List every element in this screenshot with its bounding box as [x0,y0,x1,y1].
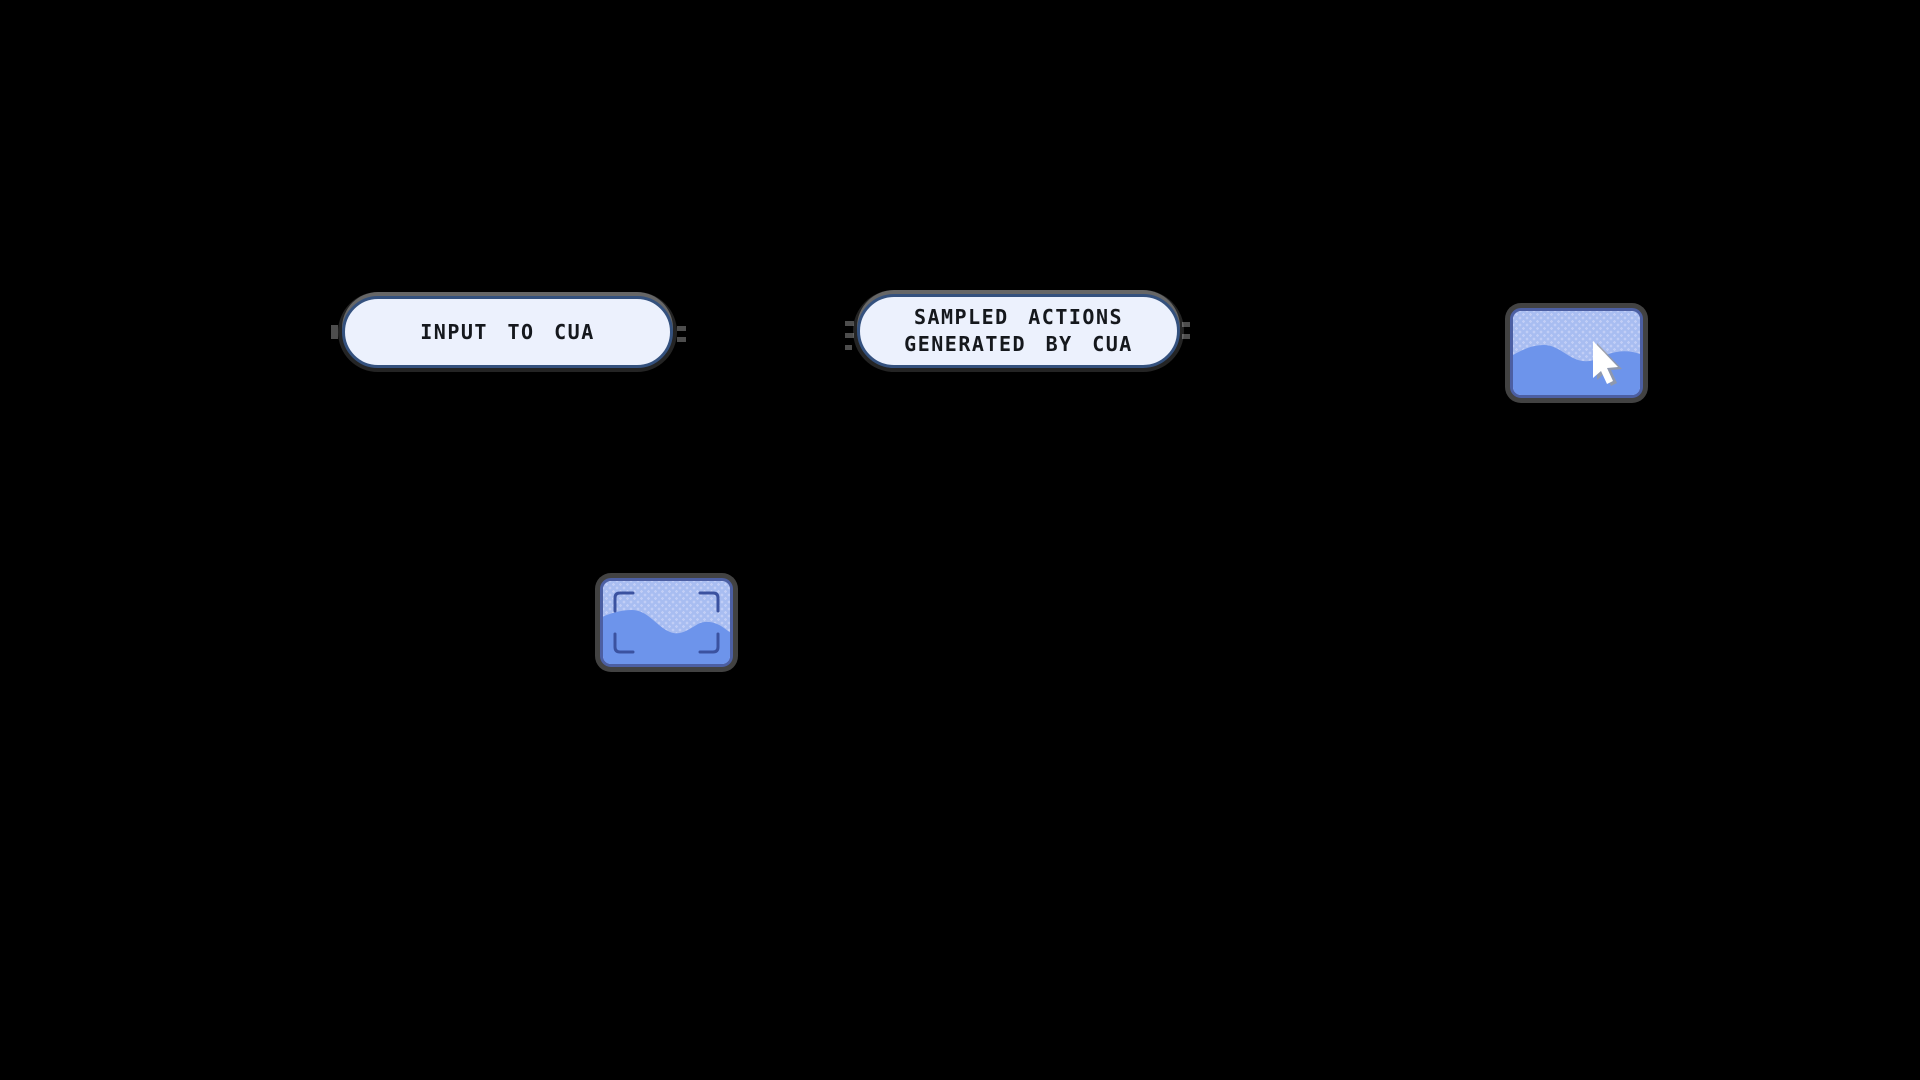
screenshot-wave-and-brackets-graphic [603,591,730,664]
capture-bracket-bottom-left [613,632,635,654]
connector-dash-artifact [845,333,854,338]
screenshot-with-brackets-icon [600,578,733,667]
sampled-actions-node: SAMPLED ACTIONS GENERATED BY CUA [857,294,1180,368]
screenshot-with-cursor-icon [1510,308,1643,398]
sampled-actions-label-line1: SAMPLED ACTIONS [913,305,1124,329]
capture-bracket-top-right [698,591,720,613]
wave-shape [1513,345,1640,395]
wave-shape [603,610,730,664]
mouse-cursor-icon [1593,341,1618,384]
capture-bracket-top-left [613,591,635,613]
input-to-cua-node: INPUT TO CUA [342,296,673,368]
connector-dash-artifact [845,321,854,326]
connector-dash-artifact [1182,322,1190,327]
connector-dash-artifact [677,337,686,342]
connector-dash-artifact [845,345,852,350]
capture-bracket-bottom-right [698,632,720,654]
input-to-cua-label: INPUT TO CUA [420,319,595,344]
screenshot-wave-and-cursor-graphic [1513,341,1640,395]
sampled-actions-label-line2: GENERATED BY CUA [904,332,1133,356]
connector-dash-artifact [1182,334,1190,339]
connector-dash-artifact [677,326,686,331]
connector-dash-artifact [331,325,338,339]
